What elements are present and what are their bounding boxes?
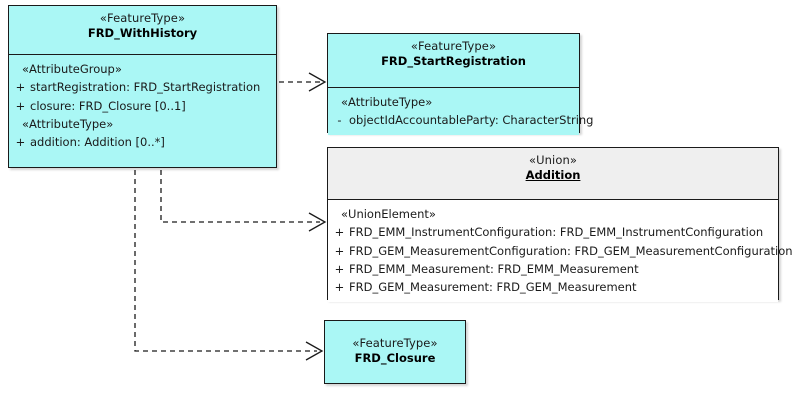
- attribute-row[interactable]: + FRD_EMM_Measurement: FRD_EMM_Measureme…: [330, 260, 776, 278]
- visibility-marker: +: [334, 243, 345, 258]
- dependency-withhistory-to-addition: [160, 170, 327, 232]
- class-attributes-compartment: «AttributeType» - objectIdAccountablePar…: [328, 88, 593, 135]
- visibility-marker: +: [334, 261, 345, 276]
- attribute-row[interactable]: + closure: FRD_Closure [0..1]: [11, 97, 274, 115]
- class-stereotype: «FeatureType»: [99, 11, 186, 25]
- class-stereotype: «FeatureType»: [410, 39, 497, 53]
- dependency-withhistory-to-closure: [134, 170, 324, 361]
- attribute-row[interactable]: + FRD_GEM_MeasurementConfiguration: FRD_…: [330, 242, 792, 260]
- visibility-marker: -: [337, 113, 342, 128]
- attribute-row[interactable]: + addition: Addition [0..*]: [11, 133, 274, 151]
- attribute-group-label: «UnionElement»: [341, 207, 436, 221]
- class-name: Addition: [525, 168, 581, 183]
- attribute-text: FRD_EMM_Measurement: FRD_EMM_Measurement: [349, 261, 639, 276]
- class-name: FRD_Closure: [354, 351, 436, 366]
- attribute-text: FRD_GEM_Measurement: FRD_GEM_Measurement: [349, 280, 637, 295]
- attribute-row[interactable]: + FRD_EMM_InstrumentConfiguration: FRD_E…: [330, 223, 776, 241]
- class-stereotype: «FeatureType»: [352, 336, 438, 350]
- class-header: «FeatureType» FRD_Closure: [325, 321, 465, 381]
- visibility-marker: +: [334, 280, 345, 295]
- class-header: «FeatureType» FRD_StartRegistration: [328, 34, 579, 88]
- attribute-text: FRD_GEM_MeasurementConfiguration: FRD_GE…: [349, 243, 792, 258]
- class-box-frd-withhistory[interactable]: «FeatureType» FRD_WithHistory «Attribute…: [8, 5, 277, 168]
- attribute-text: objectIdAccountableParty: CharacterStrin…: [349, 113, 594, 128]
- visibility-marker: +: [334, 225, 345, 240]
- attribute-row[interactable]: + startRegistration: FRD_StartRegistrati…: [11, 78, 274, 96]
- attribute-row[interactable]: - objectIdAccountableParty: CharacterStr…: [330, 111, 593, 129]
- attribute-text: FRD_EMM_InstrumentConfiguration: FRD_EMM…: [349, 225, 764, 240]
- attribute-text: startRegistration: FRD_StartRegistration: [30, 80, 261, 95]
- class-name: FRD_WithHistory: [87, 26, 198, 41]
- attribute-row[interactable]: + FRD_GEM_Measurement: FRD_GEM_Measureme…: [330, 278, 776, 296]
- class-header: «Union» Addition: [328, 148, 778, 200]
- attribute-text: closure: FRD_Closure [0..1]: [30, 98, 186, 113]
- class-stereotype: «Union»: [529, 153, 577, 167]
- attribute-group-label: «AttributeType»: [22, 116, 114, 131]
- class-header: «FeatureType» FRD_WithHistory: [9, 6, 276, 55]
- attribute-group-label: «AttributeType»: [341, 95, 433, 109]
- class-box-frd-startregistration[interactable]: «FeatureType» FRD_StartRegistration «Att…: [327, 33, 593, 135]
- class-box-frd-closure[interactable]: «FeatureType» FRD_Closure: [324, 320, 466, 384]
- class-attributes-compartment: «AttributeGroup» + startRegistration: FR…: [9, 55, 276, 157]
- visibility-marker: +: [15, 80, 26, 95]
- attribute-text: addition: Addition [0..*]: [30, 135, 165, 150]
- attribute-group-label: «AttributeGroup»: [22, 62, 122, 76]
- visibility-marker: +: [15, 135, 26, 150]
- class-attributes-compartment: «UnionElement» + FRD_EMM_InstrumentConfi…: [328, 200, 792, 302]
- class-box-addition[interactable]: «Union» Addition «UnionElement» + FRD_EM…: [327, 147, 792, 302]
- class-name: FRD_StartRegistration: [381, 54, 526, 69]
- visibility-marker: +: [15, 98, 26, 113]
- dependency-withhistory-to-startregistration: [279, 72, 327, 92]
